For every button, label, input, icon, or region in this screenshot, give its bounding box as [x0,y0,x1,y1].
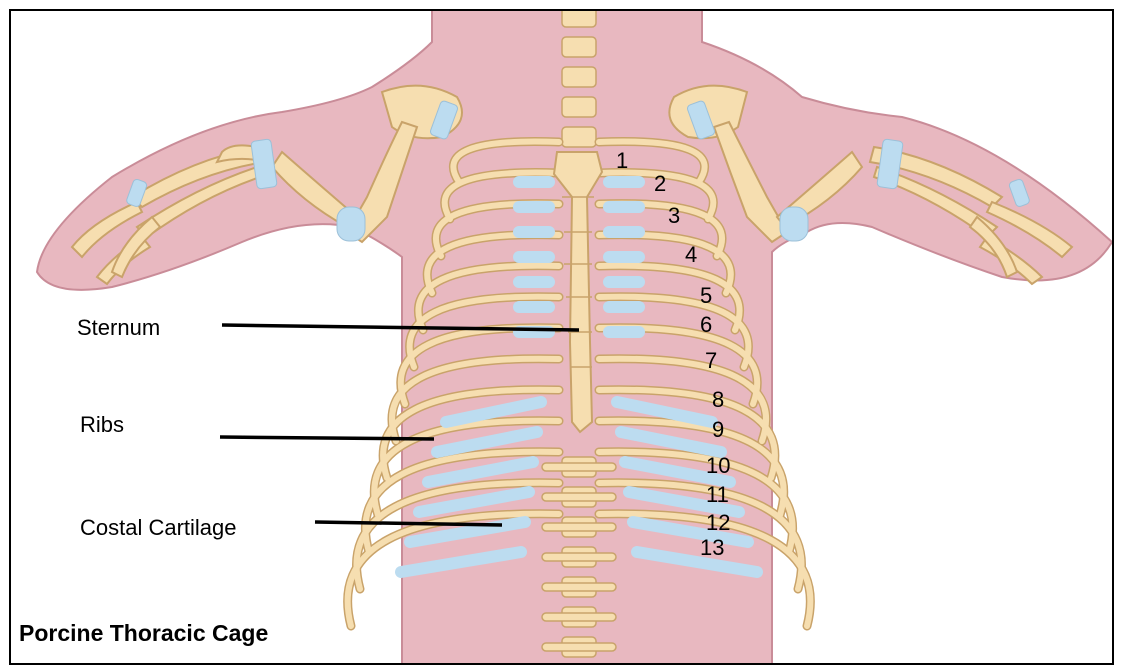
costal-cartilage-label: Costal Cartilage [80,517,237,539]
vertebra-process [542,493,616,501]
rib-number-12: 12 [706,512,730,534]
diagram-title: Porcine Thoracic Cage [19,622,268,645]
ribs-label: Ribs [80,414,124,436]
rib-number-10: 10 [706,455,730,477]
rib-number-13: 13 [700,537,724,559]
rib-number-6: 6 [700,314,712,336]
vertebra-process [542,583,616,591]
thoracic-cage-illustration [9,9,1114,665]
rib-number-11: 11 [706,484,729,506]
rib-number-4: 4 [685,244,697,266]
vertebra-process [542,553,616,561]
vertebra-process [542,613,616,621]
vertebra [562,67,596,87]
rib-number-2: 2 [654,173,666,195]
rib-number-8: 8 [712,389,724,411]
rib-number-3: 3 [668,205,680,227]
sternum-label: Sternum [77,317,160,339]
rib-number-9: 9 [712,419,724,441]
vertebra [562,97,596,117]
vertebra-process [542,643,616,651]
vertebra-process [542,463,616,471]
rib-number-7: 7 [705,350,717,372]
vertebra [562,37,596,57]
rib-number-1: 1 [616,150,628,172]
vertebra [562,9,596,27]
vertebra-process [542,523,616,531]
vertebra [562,127,596,147]
ribs-leader-line [220,437,434,439]
diagram-frame [9,9,1114,665]
rib-number-5: 5 [700,285,712,307]
